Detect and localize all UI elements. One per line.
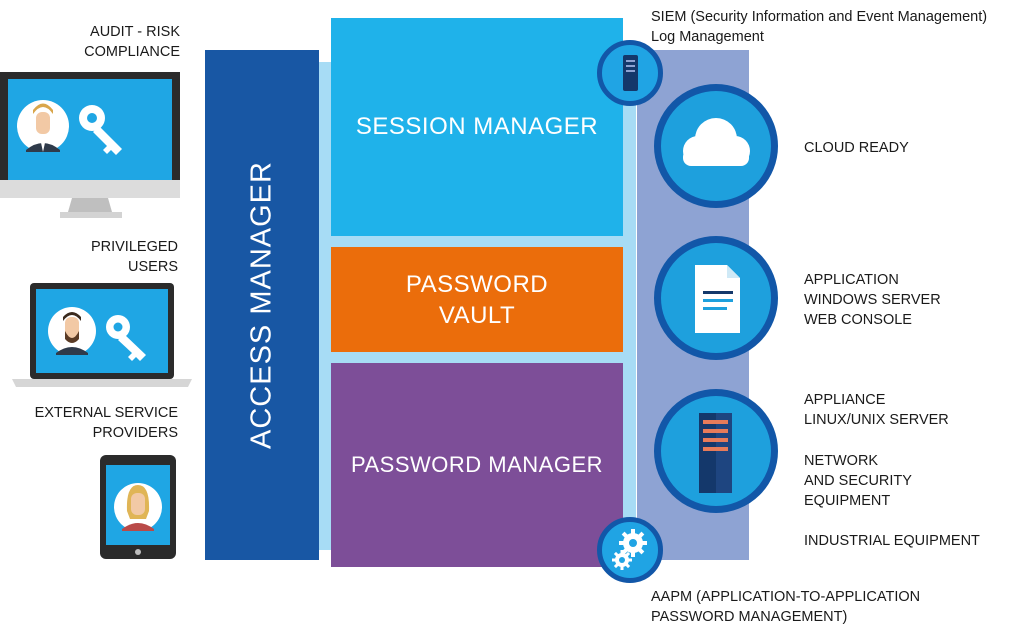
audit-label-line-2: COMPLIANCE [84, 44, 180, 60]
application-label: APPLICATION WINDOWS SERVER WEB CONSOLE [804, 270, 941, 330]
privileged-users-label: PRIVILEGED USERS [40, 237, 178, 277]
user-avatar-woman [114, 483, 162, 531]
network-line-2: AND SECURITY [804, 473, 912, 489]
network-label: NETWORK AND SECURITY EQUIPMENT [804, 451, 912, 511]
user-avatar-man-blond [17, 100, 69, 152]
application-line-1: APPLICATION [804, 272, 899, 288]
aapm-line-1: AAPM (APPLICATION-TO-APPLICATION [651, 589, 921, 605]
privileged-label-line-2: USERS [128, 259, 178, 275]
password-vault-block: PASSWORD VAULT [331, 247, 623, 352]
application-line-2: WINDOWS SERVER [804, 292, 941, 308]
aapm-label: AAPM (APPLICATION-TO-APPLICATION PASSWOR… [651, 587, 920, 627]
cloud-icon [683, 118, 750, 166]
audit-label-line-1: AUDIT - RISK [90, 24, 180, 40]
siem-circle [597, 40, 663, 106]
external-label-line-2: PROVIDERS [92, 425, 178, 441]
desktop-monitor-icon [0, 72, 180, 218]
appliance-label: APPLIANCE LINUX/UNIX SERVER [804, 390, 949, 430]
external-label-line-1: EXTERNAL SERVICE [34, 405, 178, 421]
privileged-label-line-1: PRIVILEGED [90, 239, 178, 255]
laptop-icon [12, 283, 192, 387]
external-service-providers-label: EXTERNAL SERVICE PROVIDERS [20, 403, 178, 443]
network-line-1: NETWORK [804, 453, 879, 469]
server-icon [623, 55, 638, 91]
appliance-line-1: APPLIANCE [804, 392, 886, 408]
network-line-3: EQUIPMENT [804, 493, 891, 509]
access-manager-title: ACCESS MANAGER [245, 161, 278, 449]
session-manager-block: SESSION MANAGER [331, 18, 623, 236]
application-circle [654, 236, 778, 360]
document-icon [695, 265, 740, 333]
cloud-circle [654, 84, 778, 208]
appliance-line-2: LINUX/UNIX SERVER [804, 412, 949, 428]
session-manager-title: SESSION MANAGER [355, 113, 599, 140]
aapm-circle [597, 517, 663, 583]
cloud-ready-label: CLOUD READY [804, 138, 909, 158]
server-icon [699, 413, 732, 493]
tablet-icon [100, 455, 176, 559]
siem-label: SIEM (Security Information and Event Man… [651, 7, 987, 47]
audit-risk-compliance-label: AUDIT - RISK COMPLIANCE [40, 22, 180, 62]
siem-label-line-1: SIEM (Security Information and Event Man… [651, 9, 988, 25]
aapm-line-2: PASSWORD MANAGEMENT) [651, 609, 848, 625]
password-vault-title-line-1: PASSWORD [405, 270, 549, 298]
industrial-equipment-label: INDUSTRIAL EQUIPMENT [804, 531, 980, 551]
password-manager-title: PASSWORD MANAGER [350, 452, 604, 477]
access-manager-block: ACCESS MANAGER [205, 50, 319, 560]
key-icon [106, 315, 146, 361]
user-avatar-man-bearded [48, 307, 96, 355]
key-icon [79, 105, 122, 155]
industrial-text: INDUSTRIAL EQUIPMENT [804, 533, 980, 549]
password-manager-block: PASSWORD MANAGER [331, 363, 623, 567]
gears-icon [612, 529, 647, 570]
application-line-3: WEB CONSOLE [804, 312, 912, 328]
cloud-ready-text: CLOUD READY [804, 140, 909, 156]
password-vault-title-line-2: VAULT [438, 301, 516, 329]
siem-label-line-2: Log Management [651, 29, 764, 45]
appliance-circle [654, 389, 778, 513]
